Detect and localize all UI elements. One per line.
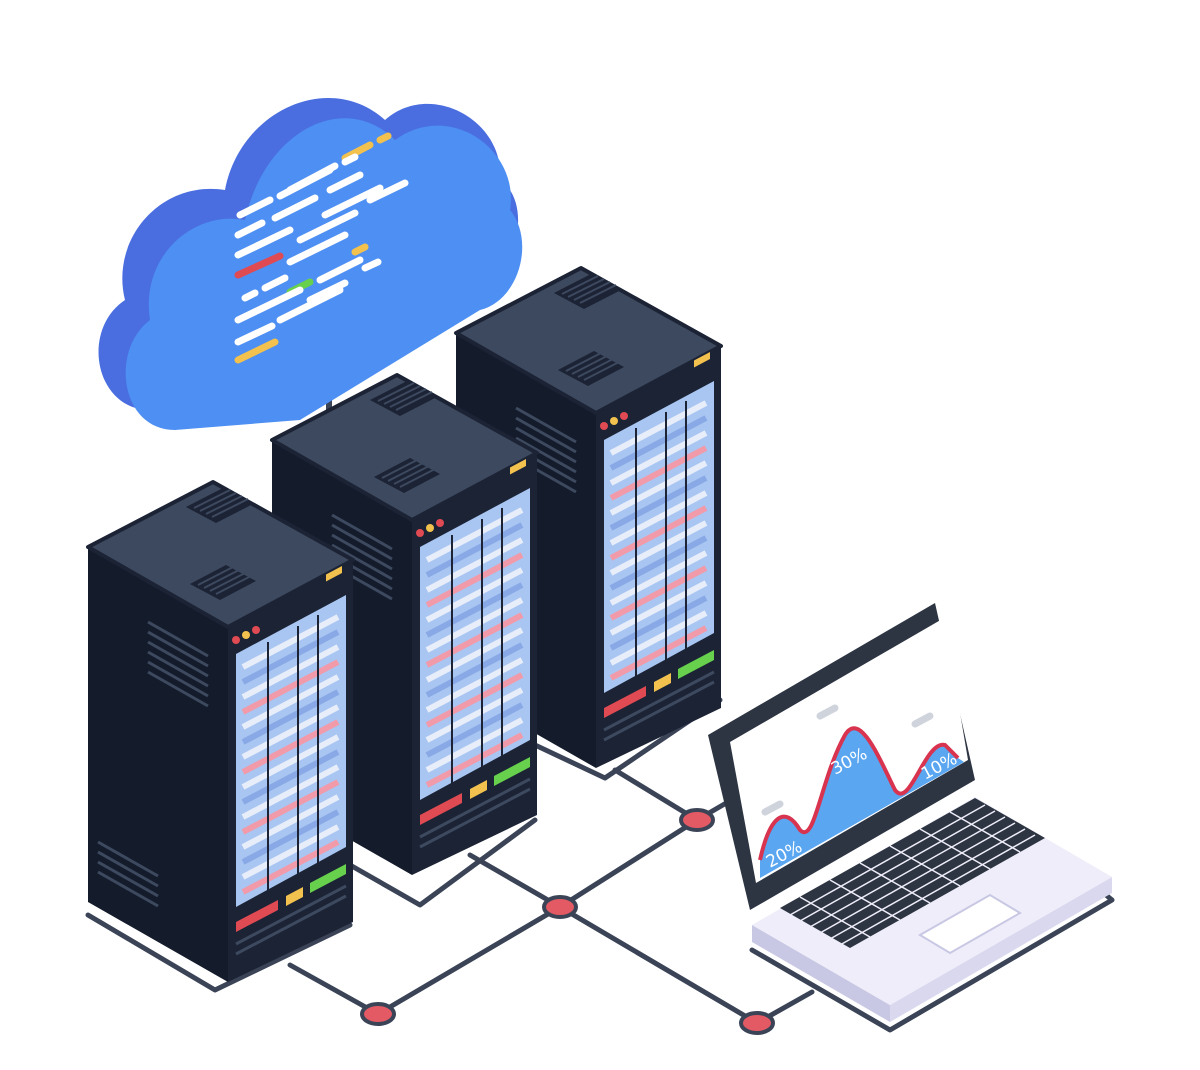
laptop-keyboard [780, 798, 1045, 948]
network-node-icon [679, 808, 715, 832]
network-node-icon [739, 1011, 775, 1035]
server-rack-icon [88, 482, 353, 982]
link-center-bottom-right [557, 904, 760, 1026]
cloud-code-lines [234, 132, 409, 364]
laptop-chart-area [760, 728, 964, 878]
cloud-icon [98, 97, 523, 431]
laptop-base-side [752, 925, 890, 1022]
network-node-icon [360, 1002, 396, 1026]
cloud-front [125, 118, 523, 431]
link-server1-node-bottom [287, 962, 381, 1017]
network-nodes [360, 808, 775, 1035]
server-base-outline-1 [85, 912, 353, 993]
laptop-icon: 20% 30% 10% [708, 603, 1112, 1022]
laptop-keys [789, 804, 1036, 946]
network-node-icon [542, 895, 578, 919]
laptop-chart-line [758, 726, 960, 861]
link-server3-right-node [612, 767, 700, 823]
link-server2-center [467, 852, 563, 910]
laptop-base-side-right [890, 877, 1112, 1022]
laptop-touchpad [918, 893, 1022, 955]
server-base-outline-2 [347, 817, 538, 908]
link-center-right-node [557, 817, 700, 910]
link-node-bottom-center [375, 904, 563, 1017]
